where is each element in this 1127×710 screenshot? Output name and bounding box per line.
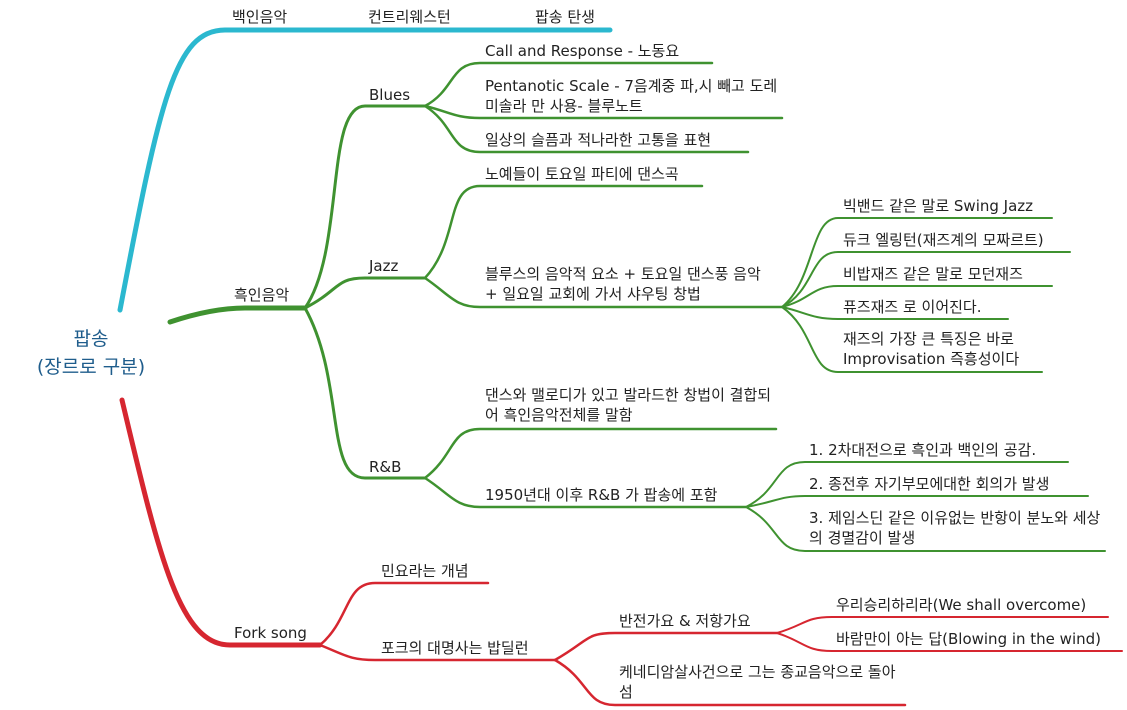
branch-jazz-sub-3	[781, 285, 1053, 308]
node-blues-item-1[interactable]: Call and Response - 노동요	[485, 42, 680, 60]
node-blues[interactable]: Blues	[369, 86, 411, 104]
node-antiwar-sub-2[interactable]: 바람만이 아는 답(Blowing in the wind)	[836, 630, 1101, 648]
branch-jazz	[303, 276, 427, 310]
node-folk-song[interactable]: Fork song	[234, 624, 307, 642]
branch-jazz-sub-1	[781, 217, 1053, 308]
branch-antiwar-sub-2	[776, 632, 1123, 652]
node-blues-item-3[interactable]: 일상의 슬픔과 적나라한 고통을 표현	[485, 131, 712, 149]
branch-jazz-sub-5	[781, 306, 1043, 373]
node-folk-antiwar[interactable]: 반전가요 & 저항가요	[619, 612, 751, 630]
node-jazz-sub-5[interactable]: 재즈의 가장 큰 특징은 바로 Improvisation 즉흥성이다	[843, 330, 1020, 368]
node-folk-kennedy[interactable]: 케네디암살사건으로 그는 종교음악으로 돌아섬	[619, 663, 896, 701]
node-rnb-sub-2[interactable]: 2. 종전후 자기부모에대한 회의가 발생	[809, 475, 1050, 493]
branch-antiwar-sub-1	[776, 616, 1109, 634]
node-jazz-sub-4[interactable]: 퓨즈재즈 로 이어진다.	[843, 298, 982, 316]
node-black-music[interactable]: 흑인음악	[234, 286, 290, 304]
branch-jazz-item-2	[423, 276, 784, 309]
node-rnb-item-1[interactable]: 댄스와 맬로디가 있고 발라드한 창법이 결합되어 흑인음악전체를 말함	[485, 386, 772, 424]
branch-folk-item-1	[318, 581, 490, 647]
node-folk-item-2[interactable]: 포크의 대명사는 밥딜런	[381, 639, 529, 657]
node-rnb-item-2[interactable]: 1950년대 이후 R&B 가 팝송에 포함	[485, 486, 718, 504]
branch-rnb-sub-3	[745, 506, 1106, 552]
branch-black-music	[167, 305, 308, 325]
root-subtitle: (장르로 구분)	[36, 356, 146, 378]
branch-rnb-sub-1	[745, 461, 1069, 508]
branch-folk-item-2	[318, 643, 557, 662]
branch-rnb	[303, 306, 427, 480]
branch-rnb-item-1	[423, 427, 778, 480]
node-jazz-sub-1[interactable]: 빅밴드 같은 말로 Swing Jazz	[843, 197, 1034, 215]
root-title: 팝송	[73, 328, 109, 350]
branch-folk-song	[119, 397, 323, 648]
branch-folk-antiwar	[553, 631, 779, 662]
node-folk-item-1[interactable]: 민요라는 개념	[381, 562, 469, 580]
branch-blues-item-2	[423, 104, 784, 120]
node-jazz-item-2[interactable]: 블루스의 음악적 요소 + 토요일 댄스풍 음악 + 일요일 교회에 가서 샤우…	[485, 265, 761, 303]
node-country-western[interactable]: 컨트리웨스턴	[368, 8, 451, 26]
branch-jazz-sub-2	[781, 251, 1071, 308]
branch-folk-kennedy	[553, 658, 907, 707]
branch-blues-item-1	[423, 61, 714, 108]
node-antiwar-sub-1[interactable]: 우리승리하리라(We shall overcome)	[836, 596, 1087, 614]
node-jazz-item-1[interactable]: 노예들이 토요일 파티에 댄스곡	[485, 165, 679, 183]
branch-rnb-sub-2	[745, 495, 1089, 508]
node-jazz-sub-3[interactable]: 비밥재즈 같은 말로 모던재즈	[843, 265, 1023, 283]
node-pop-birth[interactable]: 팝송 탄생	[535, 8, 595, 26]
node-rnb[interactable]: R&B	[369, 458, 402, 476]
node-rnb-sub-3[interactable]: 3. 제임스딘 같은 이유없는 반항이 분노와 세상의 경멸감이 발생	[809, 509, 1101, 547]
root-node[interactable]: 팝송 (장르로 구분)	[18, 325, 164, 381]
node-jazz-sub-2[interactable]: 듀크 엘링턴(재즈계의 모짜르트)	[843, 231, 1044, 249]
branch-blues	[303, 104, 427, 310]
branch-jazz-sub-4	[781, 306, 1009, 320]
branch-white-music	[117, 27, 613, 313]
branch-jazz-item-1	[423, 184, 704, 280]
branch-blues-item-3	[423, 104, 750, 154]
node-blues-item-2[interactable]: Pentanotic Scale - 7음계중 파,시 빼고 도레미솔라 만 사…	[485, 77, 778, 115]
branch-rnb-item-2	[423, 476, 748, 509]
node-jazz[interactable]: Jazz	[369, 257, 399, 275]
node-rnb-sub-1[interactable]: 1. 2차대전으로 흑인과 백인의 공감.	[809, 441, 1037, 459]
node-white-music[interactable]: 백인음악	[232, 8, 288, 26]
